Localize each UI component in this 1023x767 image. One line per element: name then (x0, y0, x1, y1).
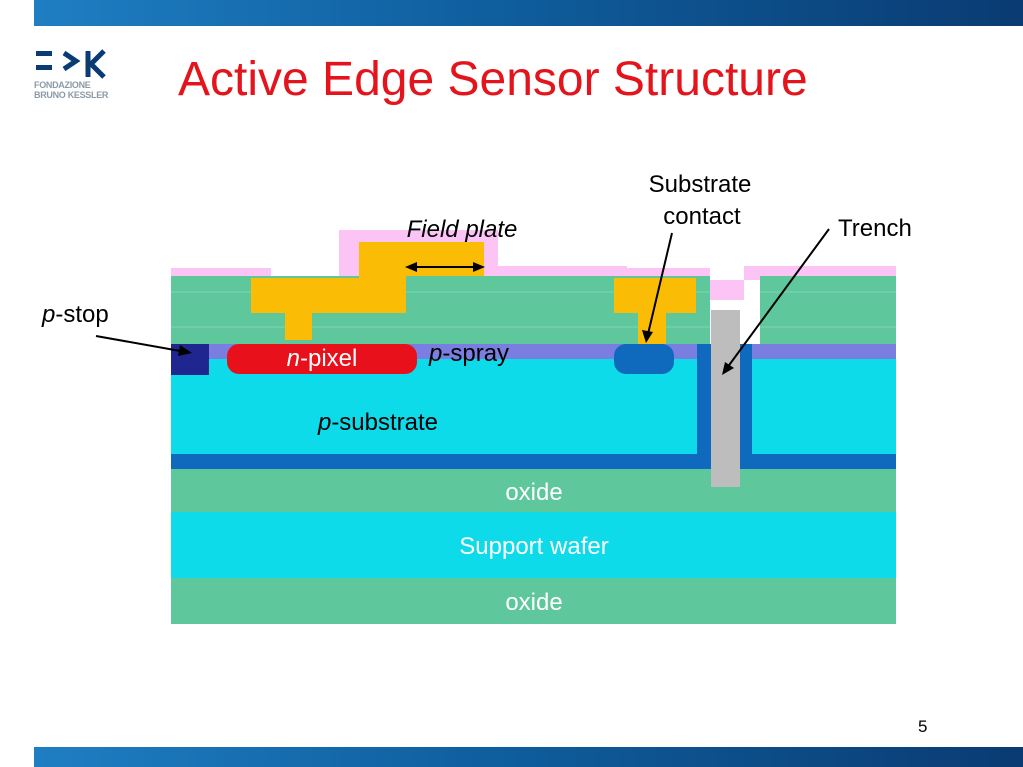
support-wafer-label: Support wafer (459, 533, 608, 560)
oxide-bottom-label: oxide (505, 589, 562, 616)
substrate-contact-implant (614, 344, 674, 374)
p-stop-implant (171, 344, 209, 375)
page-number: 5 (918, 717, 928, 736)
substrate-bottom-doping (171, 454, 896, 469)
trench-wall-right (740, 344, 752, 469)
top-oxide-layer-right (760, 276, 896, 344)
n-pixel-implant (227, 344, 417, 374)
bottom-bar (34, 747, 1023, 767)
page-title: Active Edge Sensor Structure (178, 53, 808, 106)
p-stop-pointer (95, 335, 187, 353)
field-plate-label: Field plate (407, 216, 518, 243)
passivation-layer (171, 230, 896, 300)
fbk-logo-icon (36, 49, 106, 79)
trench-wall-left (697, 344, 711, 469)
p-stop-label: p-stop (41, 301, 109, 328)
logo-text: FONDAZIONE BRUNO KESSLER (34, 80, 109, 100)
p-spray-label: p-spray (428, 340, 509, 367)
trench-label: Trench (838, 215, 912, 242)
oxide-layer-bottom (171, 578, 896, 624)
support-wafer-layer (171, 512, 896, 578)
top-bar (34, 0, 1023, 26)
trench-fill (711, 310, 740, 487)
trench-pointer (726, 228, 830, 369)
n-pixel-label: n-pixel (287, 345, 358, 372)
substrate-contact-pointer (647, 232, 673, 335)
substrate-contact-metal (614, 278, 696, 344)
oxide-top-label: oxide (505, 479, 562, 506)
substrate-contact-label-line2: contact (663, 203, 741, 230)
p-substrate-label: p-substrate (317, 409, 438, 436)
substrate-contact-label-line1: Substrate (649, 171, 752, 198)
oxide-layer-top (171, 469, 896, 512)
